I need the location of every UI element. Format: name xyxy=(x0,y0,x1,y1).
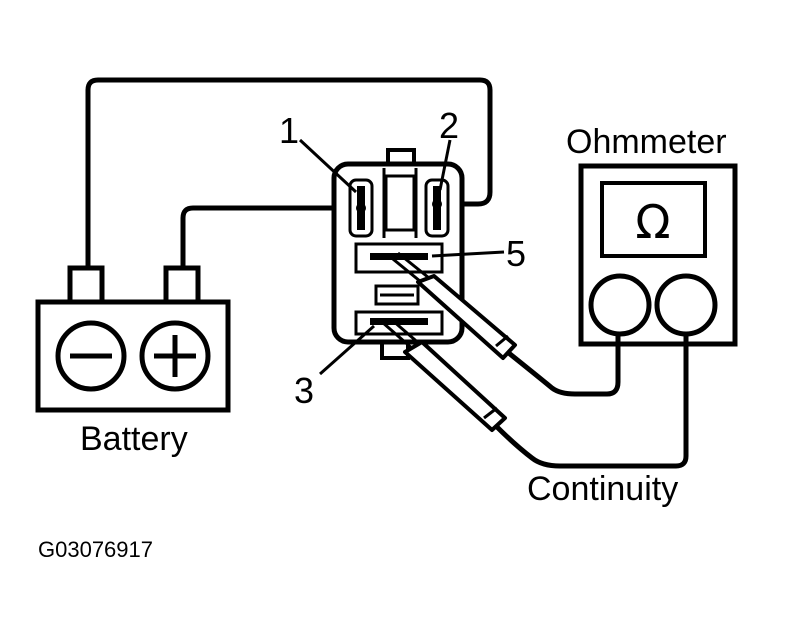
ohm-icon: Ω xyxy=(635,195,670,249)
label-terminal-3: 3 xyxy=(294,370,314,411)
leader-terminal-3 xyxy=(319,324,375,376)
ohmmeter-display xyxy=(600,181,707,258)
leader-terminal-1 xyxy=(298,138,358,194)
label-continuity: Continuity xyxy=(527,470,678,508)
relay-terminal-3 xyxy=(354,310,444,336)
figure-code: G03076917 xyxy=(38,537,153,562)
lead-wire-upper xyxy=(503,334,621,397)
wire-negative-to-terminal-2 xyxy=(85,77,493,270)
lead-wire-lower xyxy=(493,334,689,469)
label-terminal-1: 1 xyxy=(279,110,299,151)
relay-terminal-5 xyxy=(354,242,444,274)
battery-minus-icon xyxy=(55,320,127,392)
leader-terminal-5 xyxy=(431,250,505,258)
leader-terminal-2 xyxy=(438,139,452,191)
label-terminal-2: 2 xyxy=(439,105,459,146)
battery-plus-icon xyxy=(139,320,211,392)
battery xyxy=(35,265,231,413)
ohmmeter: Ω xyxy=(578,163,738,347)
wire-positive-to-terminal-1 xyxy=(180,205,362,270)
ohmmeter-jack-right xyxy=(654,273,718,337)
probe-lower xyxy=(381,318,507,432)
probe-upper xyxy=(387,251,517,360)
label-ohmmeter: Ohmmeter xyxy=(566,123,727,161)
battery-negative-post xyxy=(67,265,105,307)
ohmmeter-jack-left xyxy=(588,273,652,337)
battery-positive-post xyxy=(163,265,201,307)
relay-terminal-4 xyxy=(374,284,420,306)
label-terminal-5: 5 xyxy=(506,233,526,274)
label-battery: Battery xyxy=(80,420,188,458)
